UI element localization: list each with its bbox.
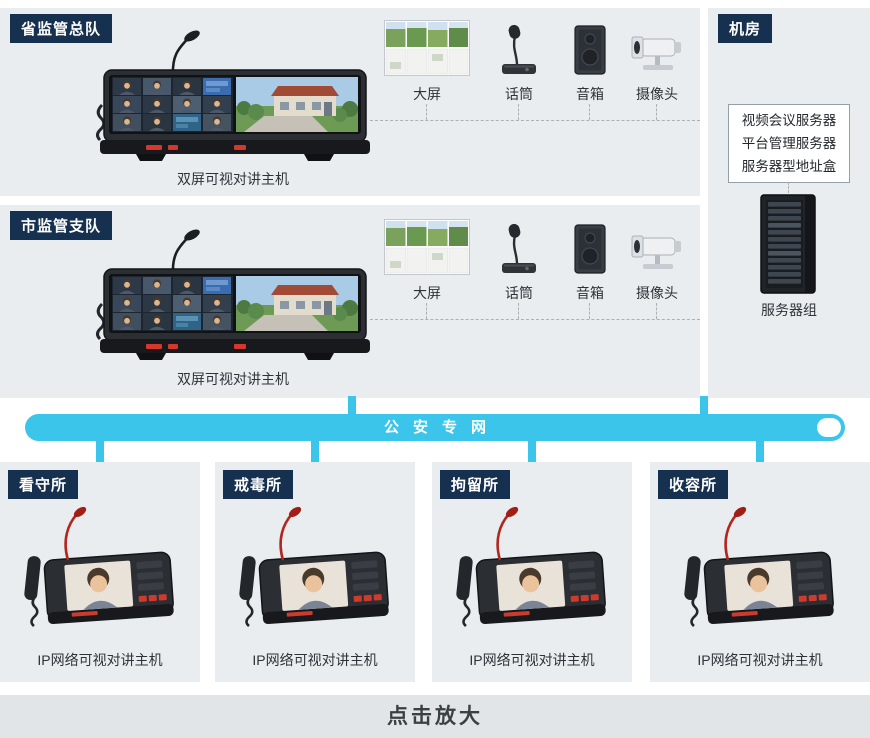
device-caption: 双屏可视对讲主机 [177,371,289,387]
dashed-connector [518,104,519,120]
microphone-icon [500,221,538,275]
server-list-item: 服务器型地址盒 [741,159,837,174]
network-connector [311,440,319,463]
panel-municipal-detachment: 市监管支队 双屏可视对讲主机 大屏 话筒 音箱 摄像头 [0,205,700,398]
network-connector [528,440,536,463]
ip-video-intercom-icon [682,504,836,628]
dashed-connector [656,104,657,120]
device-caption: 双屏可视对讲主机 [177,171,289,187]
dashed-connector [656,303,657,319]
peripheral-label: 音箱 [576,86,604,102]
dashed-connector [788,182,789,193]
panel-drug-rehab-center: 戒毒所 IP网络可视对讲主机 [215,462,415,682]
server-rack-icon [760,194,816,294]
server-list-item: 视频会议服务器 [741,113,837,128]
ip-video-intercom-icon [237,504,391,628]
video-wall-icon [384,219,470,275]
peripheral-label: 大屏 [413,285,441,301]
dashed-connector [370,319,700,320]
camera-icon [631,235,682,270]
panel-title-badge: 省监管总队 [10,14,113,43]
dashed-connector [518,303,519,319]
panel-title-badge: 拘留所 [440,470,511,499]
panel-title-badge: 市监管支队 [10,211,113,240]
panel-custody-center: 拘留所 IP网络可视对讲主机 [432,462,632,682]
dashed-connector [426,303,427,319]
dashed-connector [589,104,590,120]
server-list-box: 视频会议服务器 平台管理服务器 服务器型地址盒 [728,104,850,183]
peripheral-label: 话筒 [505,86,533,102]
device-caption: IP网络可视对讲主机 [252,652,378,668]
dashed-connector [589,303,590,319]
camera-icon [631,36,682,71]
panel-title-badge: 收容所 [658,470,729,499]
dashed-connector [370,120,700,121]
device-caption: IP网络可视对讲主机 [469,652,595,668]
network-bar-endcap [817,418,841,437]
ip-video-intercom-icon [22,504,176,628]
network-bar-label: 公安专网 [383,419,500,436]
dual-screen-intercom-icon [88,30,378,165]
panel-provincial-corps: 省监管总队 双屏可视对讲主机 大屏 话筒 音箱 摄像头 [0,8,700,196]
network-connector [700,396,708,414]
panel-title-badge: 看守所 [8,470,79,499]
speaker-icon [574,224,606,274]
device-caption: IP网络可视对讲主机 [37,652,163,668]
video-wall-icon [384,20,470,76]
network-connector [96,440,104,463]
panel-title-badge: 机房 [718,14,773,43]
dashed-connector [426,104,427,120]
police-private-network-bar: 公安专网 [25,414,845,441]
peripheral-label: 大屏 [413,86,441,102]
panel-detention-house: 看守所 IP网络可视对讲主机 [0,462,200,682]
panel-shelter-center: 收容所 IP网络可视对讲主机 [650,462,870,682]
dual-screen-intercom-icon [88,229,378,364]
peripheral-label: 音箱 [576,285,604,301]
peripheral-label: 话筒 [505,285,533,301]
network-connector [756,440,764,463]
server-list-item: 平台管理服务器 [741,136,837,151]
rack-caption: 服务器组 [761,302,817,318]
device-caption: IP网络可视对讲主机 [697,652,823,668]
peripheral-label: 摄像头 [636,285,678,301]
panel-server-room: 机房 视频会议服务器 平台管理服务器 服务器型地址盒 服务器组 [708,8,870,398]
peripheral-label: 摄像头 [636,86,678,102]
panel-title-badge: 戒毒所 [223,470,294,499]
network-connector [348,396,356,414]
click-to-enlarge-button[interactable]: 点击放大 [0,695,870,738]
microphone-icon [500,22,538,76]
speaker-icon [574,25,606,75]
ip-video-intercom-icon [454,504,608,628]
